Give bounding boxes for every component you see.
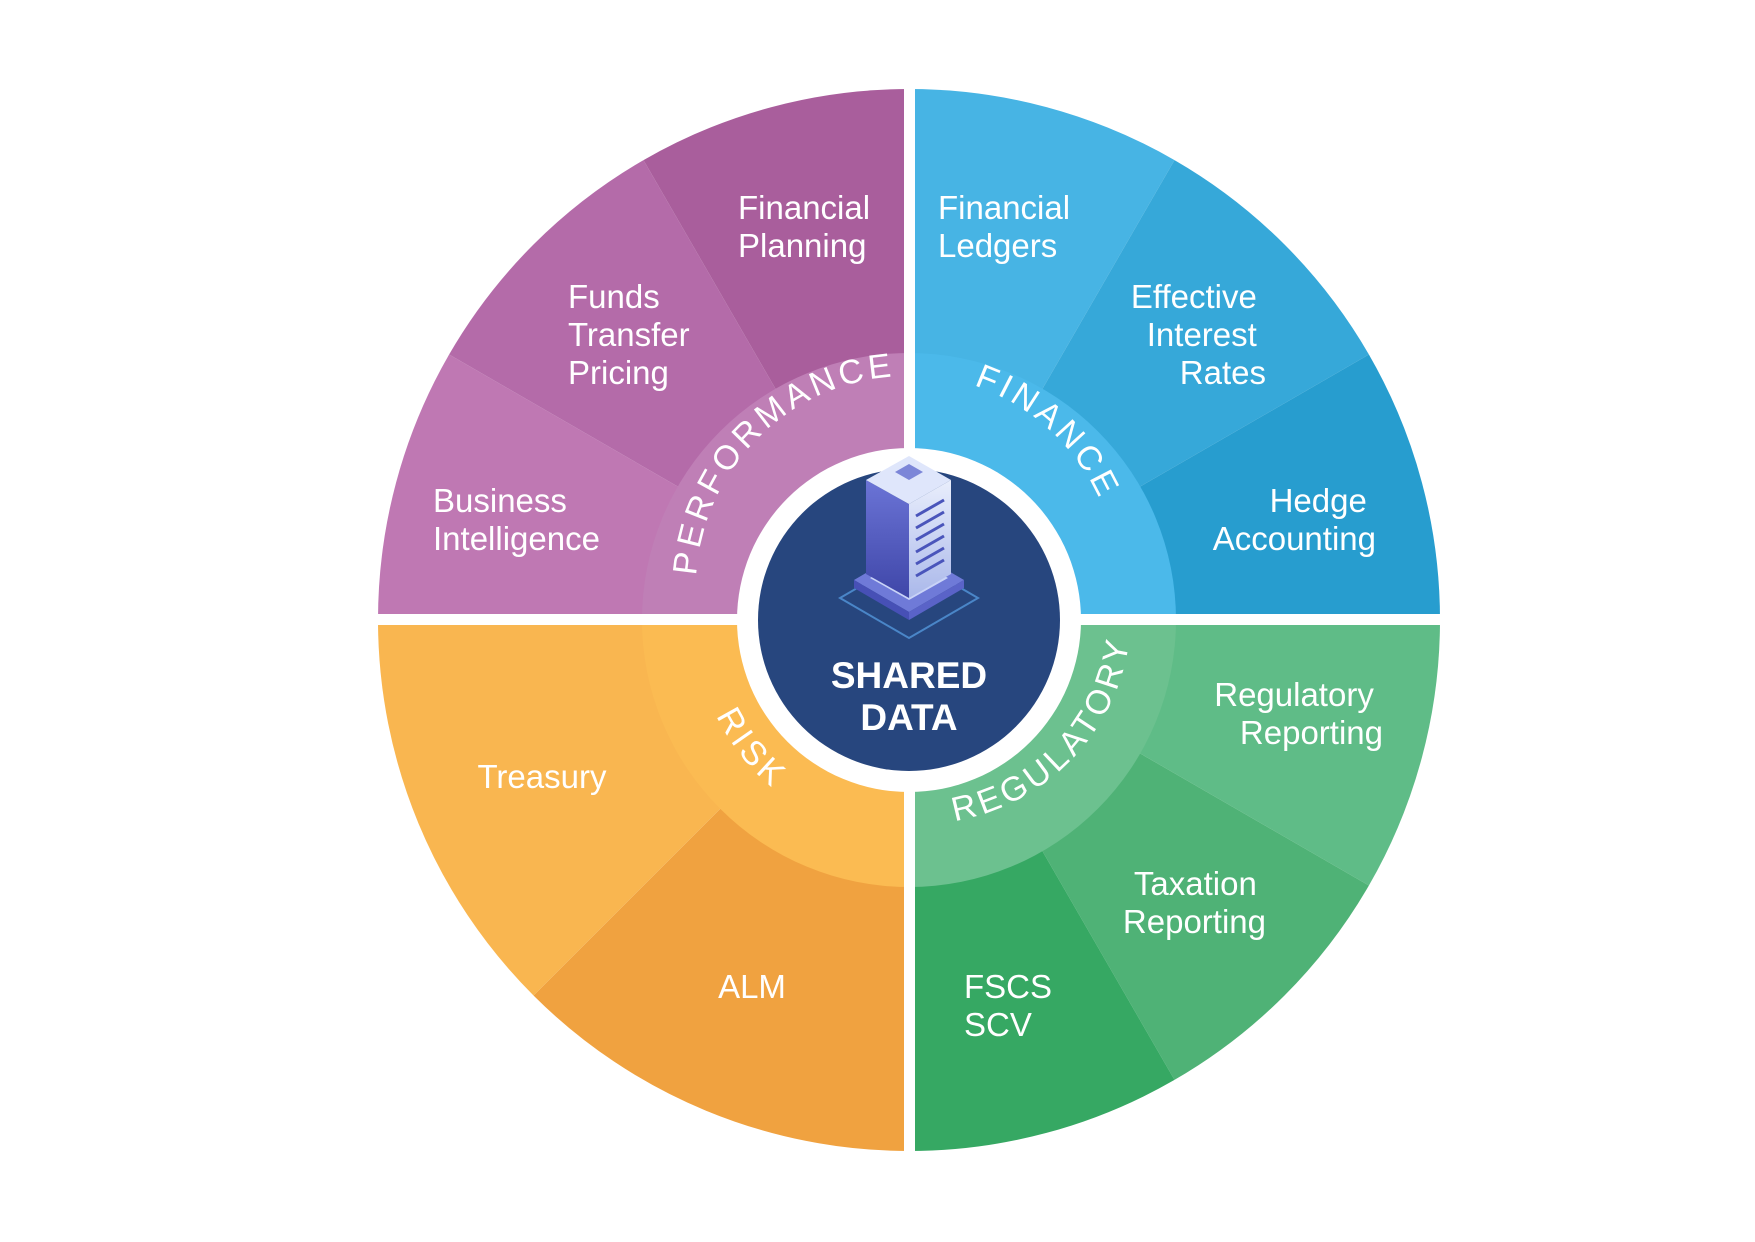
segment-label-treasury: Treasury: [478, 758, 607, 795]
server-icon: [838, 456, 980, 640]
segment-label-business-intelligence: Business Intelligence: [433, 482, 600, 557]
hub-label-line2: DATA: [860, 697, 957, 738]
segment-label-funds-transfer-pricing: Funds Transfer Pricing: [568, 278, 699, 391]
hub-label-line1: SHARED: [831, 655, 987, 696]
segment-label-effective-interest-rates: Effective Interest Rates: [1131, 278, 1266, 391]
segment-label-financial-planning: Financial Planning: [738, 189, 879, 264]
segment-label-hedge-accounting: Hedge Accounting: [1213, 482, 1376, 557]
segment-label-taxation-reporting: Taxation Reporting: [1123, 865, 1266, 940]
segment-label-alm: ALM: [718, 968, 786, 1005]
segment-label-fscs-scv: FSCS SCV: [964, 968, 1061, 1043]
segment-label-regulatory-reporting: Regulatory Reporting: [1214, 676, 1383, 751]
segment-label-financial-ledgers: Financial Ledgers: [938, 189, 1079, 264]
